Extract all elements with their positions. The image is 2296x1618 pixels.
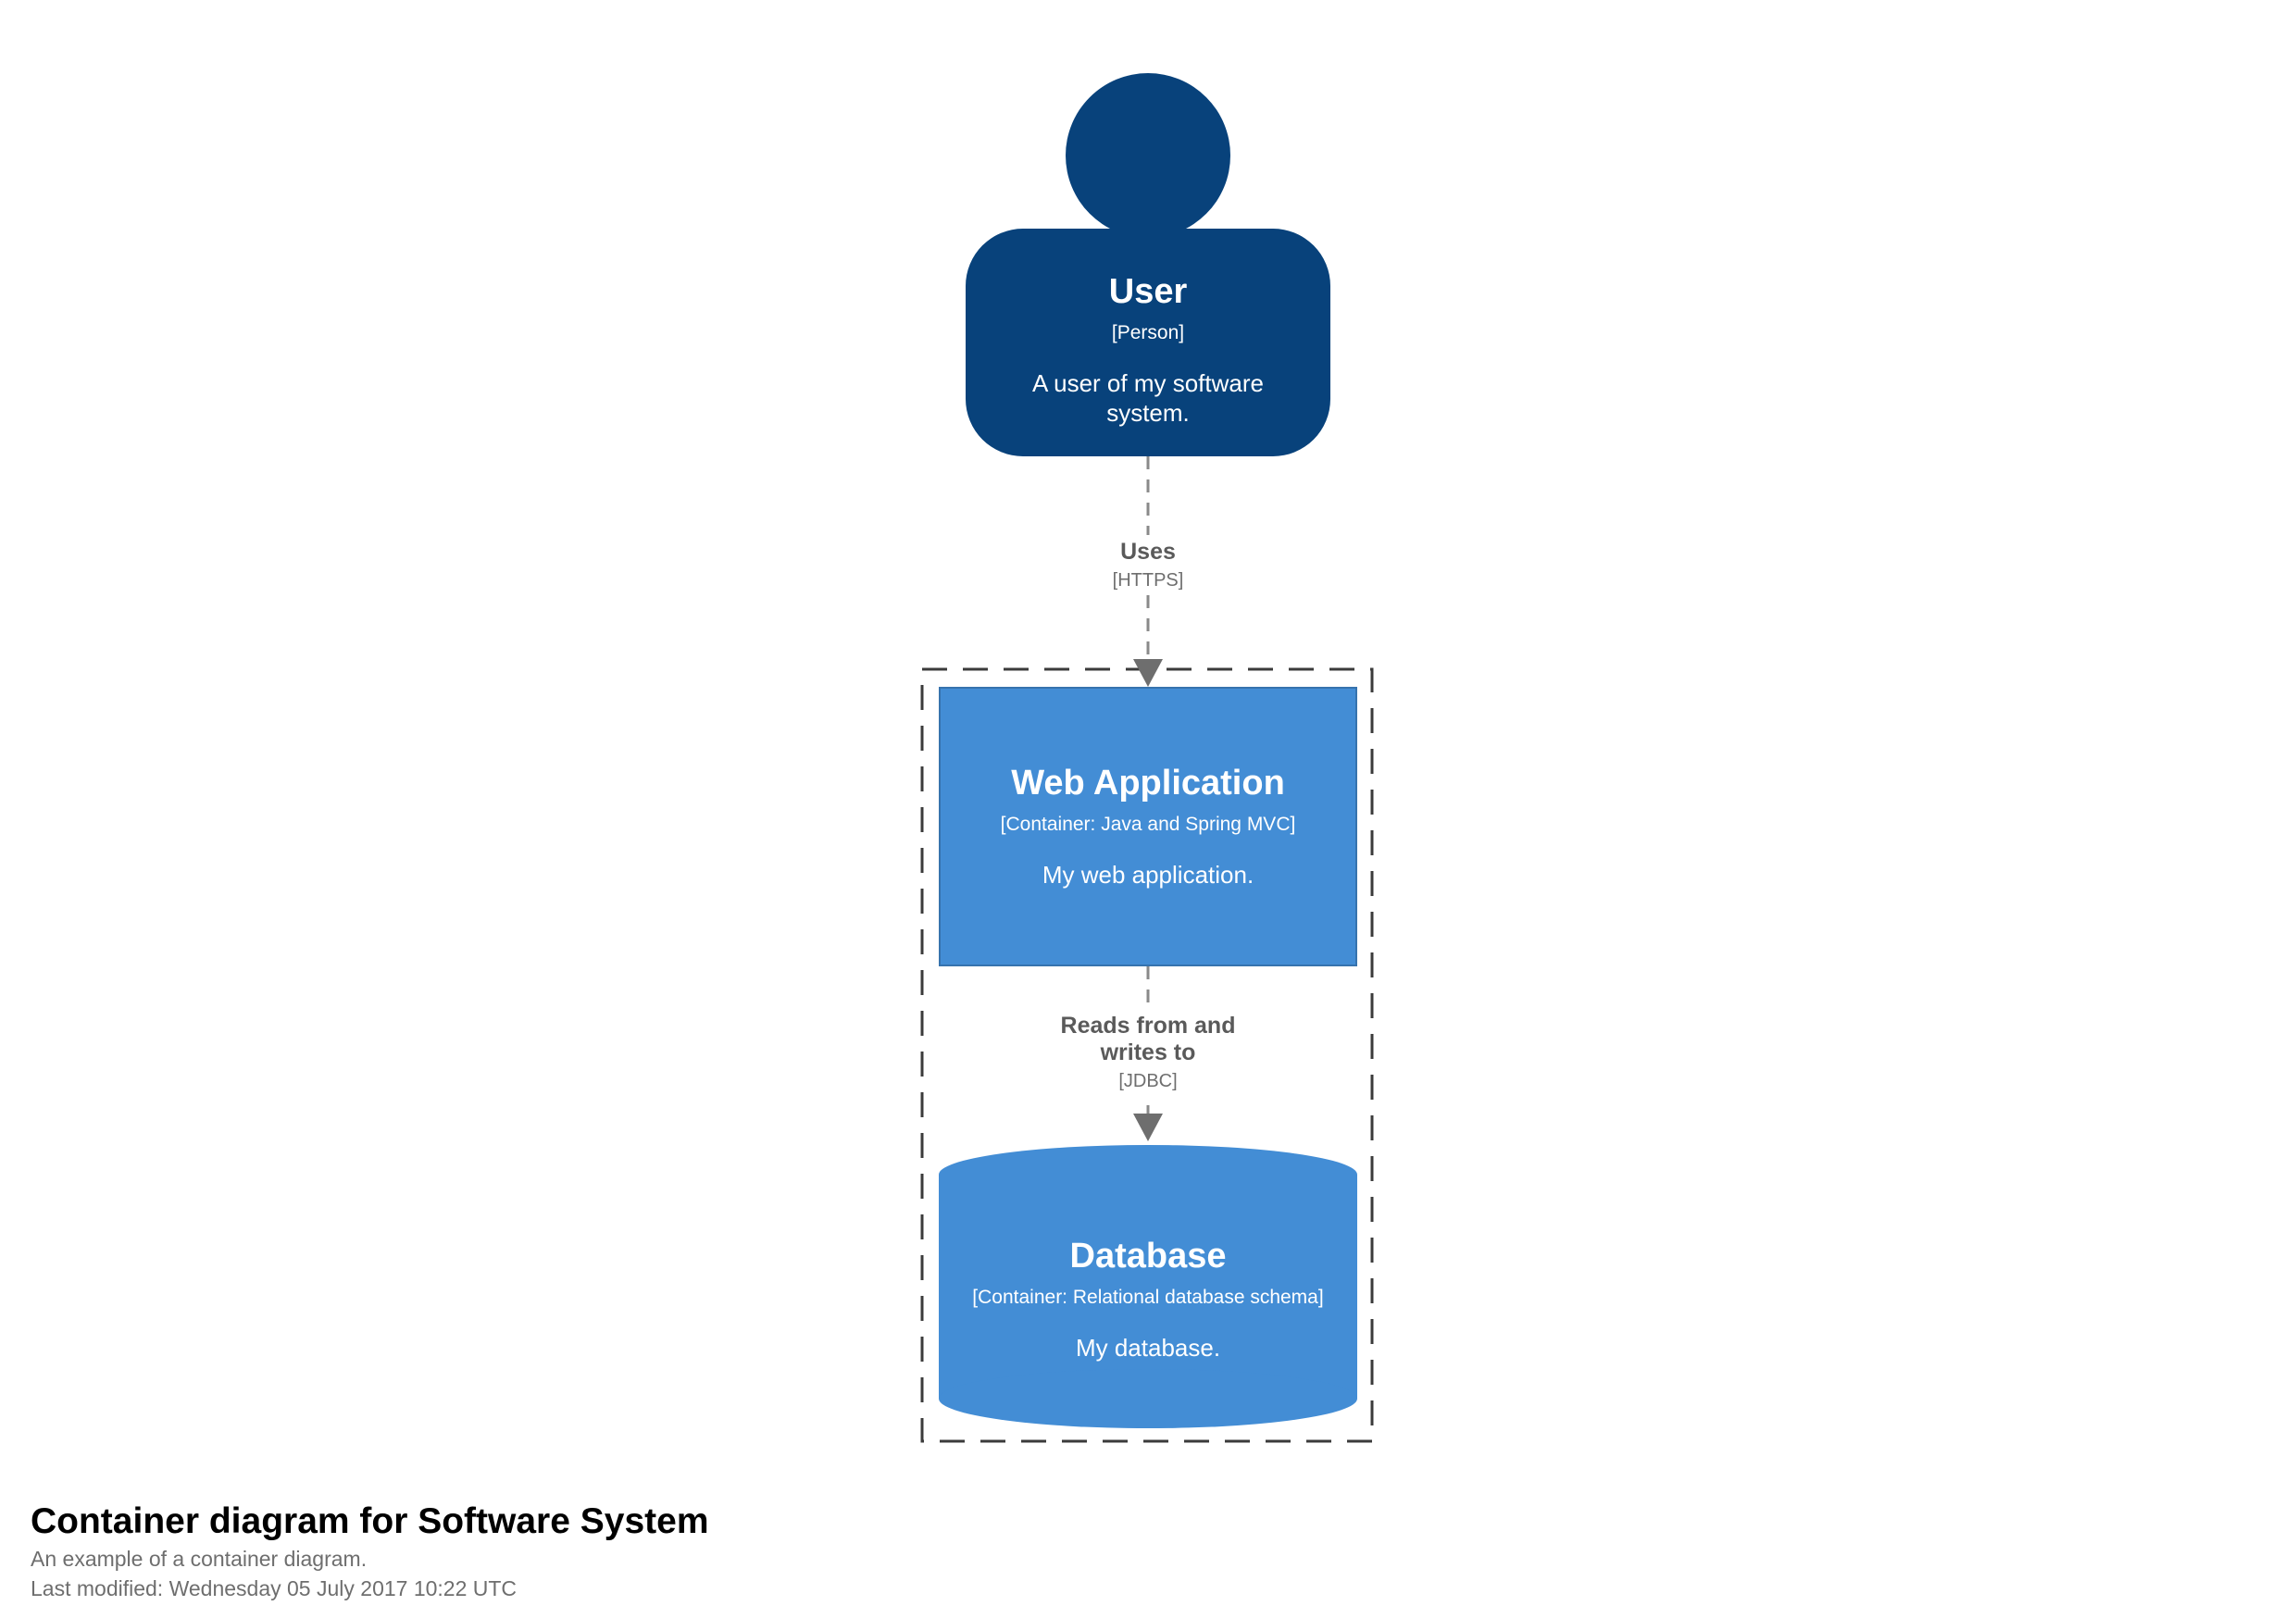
relationship-technology: [HTTPS] [1112, 569, 1184, 591]
arrowhead-reads-writes-icon [1133, 1114, 1163, 1141]
database-text-block: Database [Container: Relational database… [939, 1145, 1357, 1428]
person-description: A user of my software system. [1032, 368, 1264, 428]
relationship-name: Uses [1120, 539, 1176, 565]
last-modified-text: Last modified: Wednesday 05 July 2017 10… [31, 1575, 518, 1600]
container-name: Database [1069, 1237, 1227, 1276]
arrowhead-uses-icon [1133, 659, 1163, 687]
relationship-name: Reads from and writes to [1060, 1013, 1236, 1065]
container-meta: [Container: Relational database schema] [972, 1286, 1324, 1308]
container-meta: [Container: Java and Spring MVC] [1000, 813, 1296, 835]
person-head-icon [1066, 73, 1230, 238]
person-meta: [Person] [1111, 321, 1185, 343]
container-node-database: Database [Container: Relational database… [939, 1145, 1357, 1428]
container-node-web-application: Web Application [Container: Java and Spr… [939, 687, 1357, 966]
relationship-technology: [JDBC] [1118, 1070, 1178, 1091]
person-name: User [1108, 272, 1188, 311]
container-description: My web application. [1042, 860, 1254, 889]
diagram-footer: Container diagram for Software System An… [31, 1501, 709, 1601]
relationship-label-uses: Uses [HTTPS] [1055, 535, 1241, 595]
page-title: Container diagram for Software System [31, 1501, 709, 1541]
cylinder-body-icon [939, 1175, 1357, 1399]
container-description: My database. [1075, 1333, 1221, 1362]
relationship-label-reads-writes: Reads from and writes to [JDBC] [1046, 1009, 1250, 1096]
person-node-user: User [Person] A user of my software syst… [966, 229, 1330, 456]
container-name: Web Application [1011, 764, 1285, 803]
page-subtitle: An example of a container diagram. [31, 1546, 368, 1571]
cylinder-bottom-icon [939, 1369, 1357, 1428]
